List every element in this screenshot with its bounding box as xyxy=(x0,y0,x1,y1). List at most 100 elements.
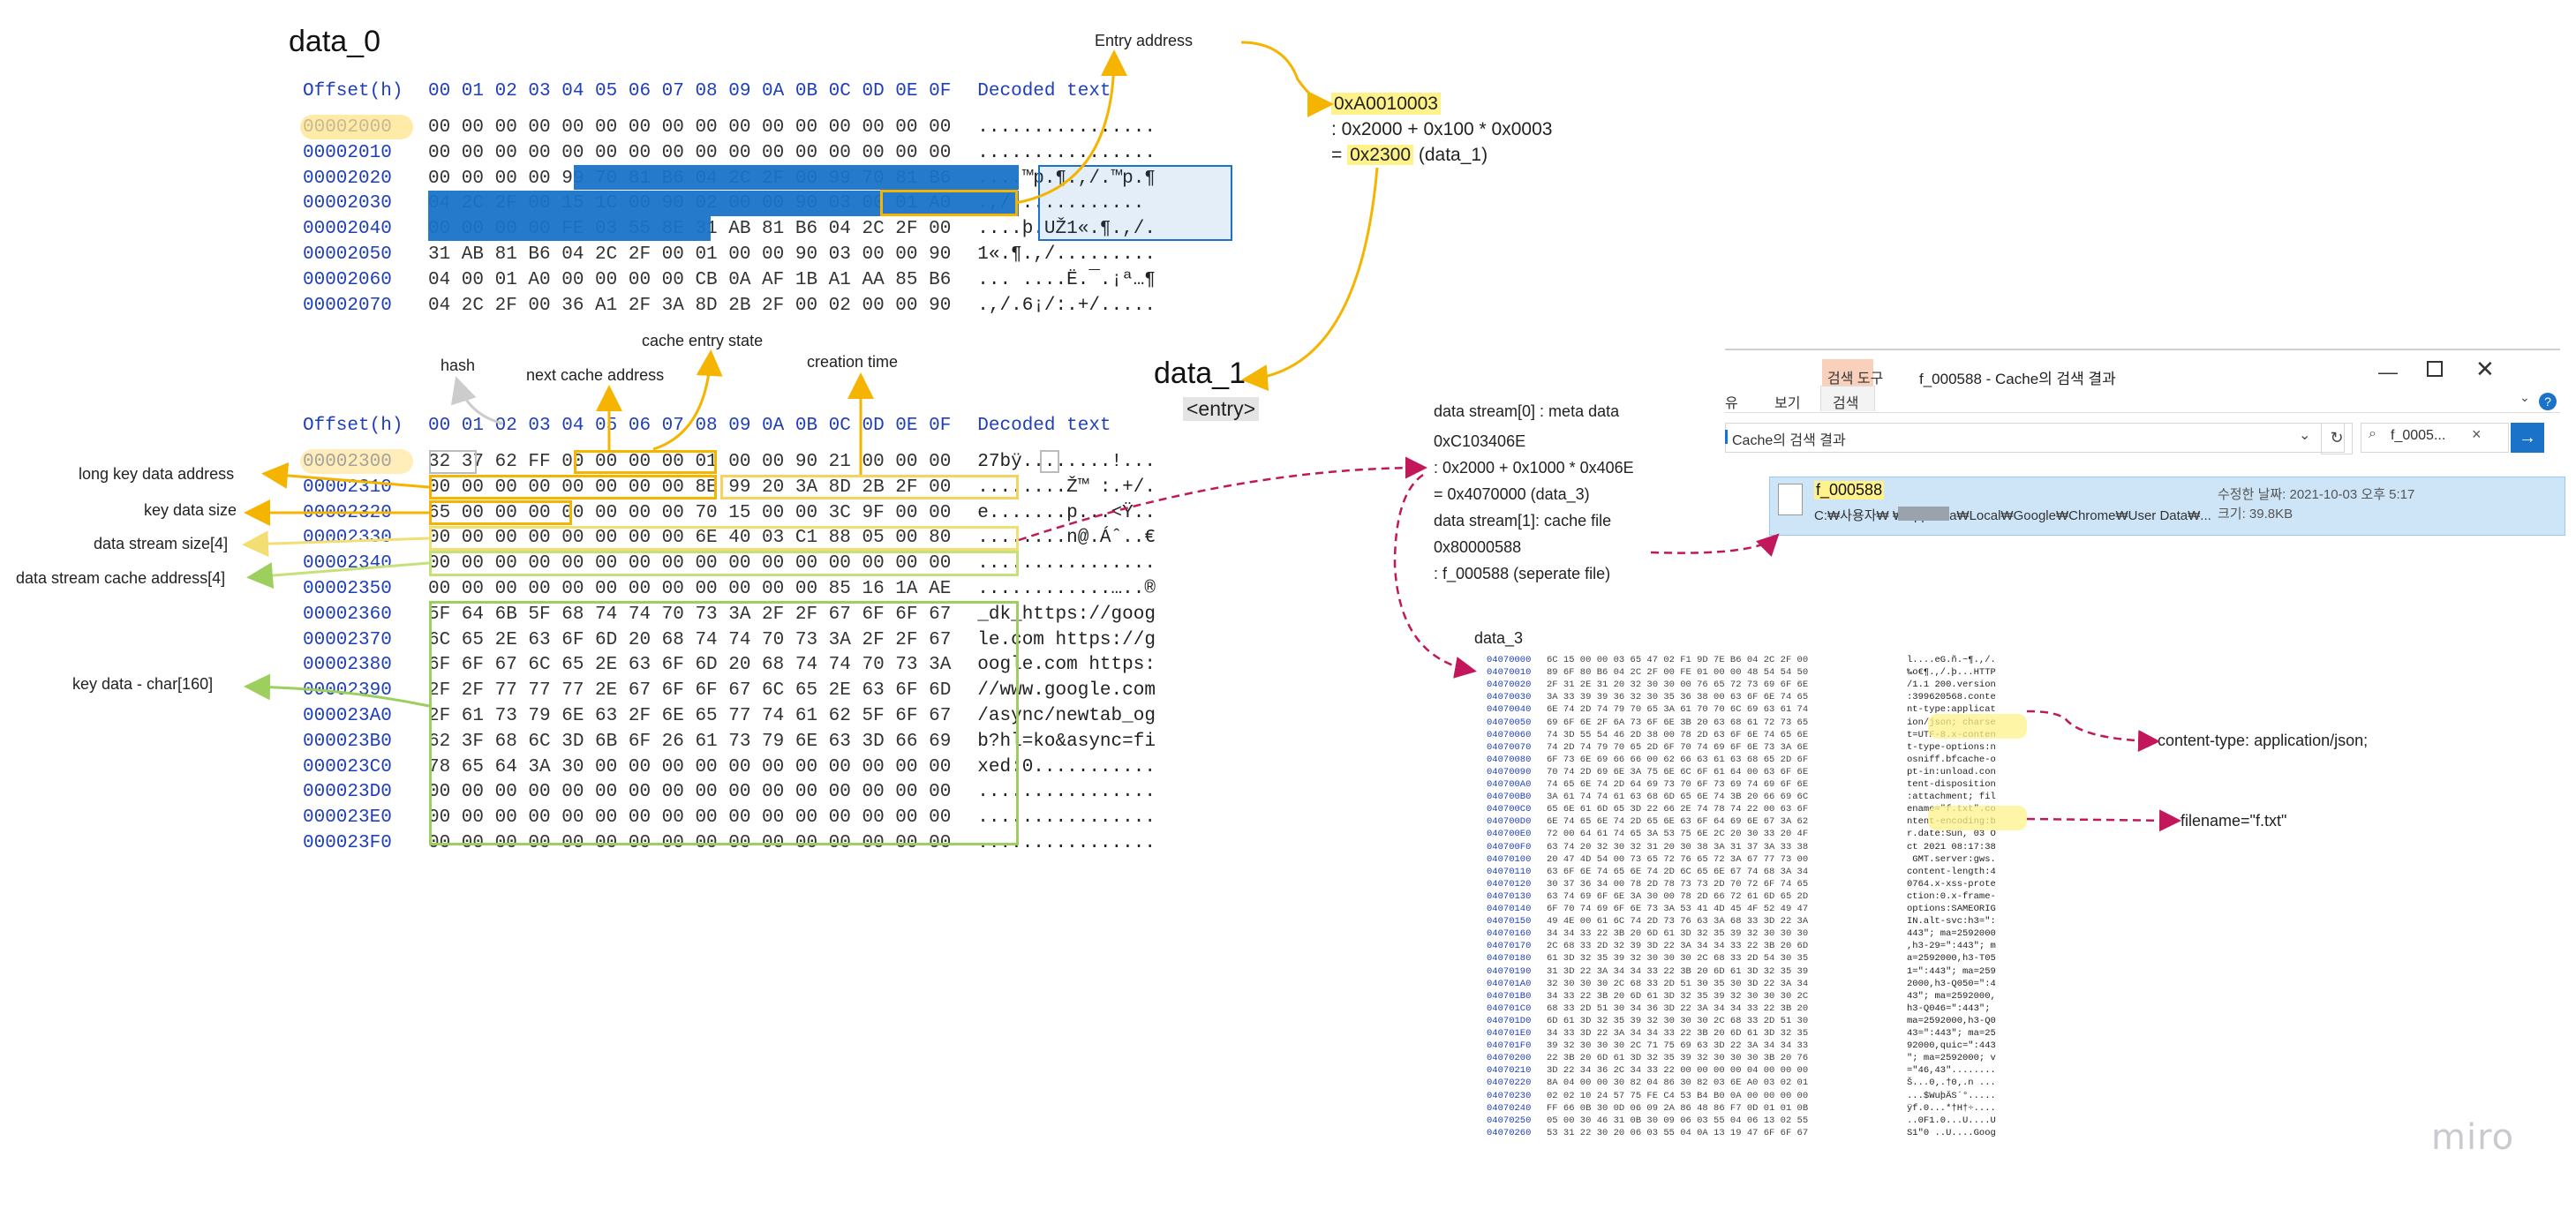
decoded-cell: ................ xyxy=(977,833,1156,853)
decoded-cell: le.com https://g xyxy=(977,629,1156,650)
decoded-cell: ÿf.0...*†H†÷.... xyxy=(1907,1102,1996,1114)
ribbon-tab-share[interactable]: 유 xyxy=(1725,396,1738,411)
offset-cell: 00002320 xyxy=(303,502,392,523)
offset-cell: 000023C0 xyxy=(303,756,392,777)
search-box[interactable] xyxy=(2361,423,2509,453)
decoded-cell: //www.google.com xyxy=(977,680,1156,702)
key-data-size-label: key data size xyxy=(144,501,237,519)
ribbon-tab-view[interactable]: 보기 xyxy=(1774,396,1801,411)
decoded-cell: options:SAMEORIG xyxy=(1907,904,1996,914)
offset-cell: 04070130 xyxy=(1487,890,1532,902)
data3-row: 04070130 63 74 69 6F 6E 3A 30 00 78 2D 66… xyxy=(1487,891,1996,904)
meta-stream-calc2: = 0x4070000 (data_3) xyxy=(1434,485,1590,503)
offset-cell: 00002370 xyxy=(303,629,392,650)
bytes-cell: 22 3B 20 6D 61 3D 32 35 39 32 30 30 30 3… xyxy=(1547,1053,1809,1064)
file-stream-value: 0x80000588 xyxy=(1434,538,1522,556)
search-go-icon[interactable]: → xyxy=(2511,423,2544,453)
miro-watermark: miro xyxy=(2431,1117,2515,1158)
offset-cell: 00002390 xyxy=(303,680,392,702)
help-icon[interactable]: ? xyxy=(2539,393,2557,410)
address-dropdown-icon[interactable]: ⌄ xyxy=(2299,428,2311,443)
decoded-cell: ction:0.x-frame- xyxy=(1907,890,1996,902)
offset-cell: 04070100 xyxy=(1487,853,1532,865)
bytes-cell: 63 6F 6E 74 65 6E 74 2D 6C 65 6E 67 74 6… xyxy=(1547,866,1809,877)
decoded-cell: xed:0........... xyxy=(977,756,1156,777)
maximize-icon[interactable] xyxy=(2427,361,2443,377)
result-item[interactable] xyxy=(1769,477,2565,536)
bytes-cell: 04 2C 2F 00 36 A1 2F 3A 8D 2B 2F 00 02 0… xyxy=(428,295,952,316)
offset-cell: 04070000 xyxy=(1487,655,1532,665)
next-cache-address-label: next cache address xyxy=(526,366,665,384)
offset-cell: 040701F0 xyxy=(1487,1040,1532,1052)
bytes-cell: 20 47 4D 54 00 73 65 72 76 65 72 3A 67 7… xyxy=(1547,853,1809,865)
offset-cell: 04070200 xyxy=(1487,1053,1532,1064)
bytes-cell: 6F 70 74 69 6F 6E 73 3A 53 41 4D 45 4F 5… xyxy=(1547,904,1809,914)
bytes-cell: 00 00 00 00 00 00 00 00 00 00 00 00 00 0… xyxy=(428,807,952,829)
decoded-cell: b?hl=ko&async=fi xyxy=(977,731,1156,752)
address-bar-accent xyxy=(1725,430,1728,444)
bytes-cell: 00 00 00 00 00 00 00 00 6E 40 03 C1 88 0… xyxy=(428,528,952,549)
data0-offset-highlight xyxy=(300,115,413,139)
offset-cell: 00002040 xyxy=(303,219,392,240)
bytes-cell: 74 2D 74 79 70 65 2D 6F 70 74 69 6F 6E 7… xyxy=(1547,741,1809,753)
decoded-cell: 2000,h3-Q050=":4 xyxy=(1907,978,1996,989)
bytes-cell: 30 37 36 34 00 78 2D 78 73 73 2D 70 72 6… xyxy=(1547,878,1809,890)
result-file-path: C:₩사용자₩ ₩AppData₩Local₩Google₩Chrome₩Use… xyxy=(1814,508,2211,523)
offset-cell: 000023E0 xyxy=(303,807,392,829)
decoded-cell: /async/newtab_og xyxy=(977,706,1156,726)
offset-cell: 04070030 xyxy=(1487,692,1532,703)
data1-entry-tag: <entry> xyxy=(1183,397,1259,421)
decoded-cell: S1"0 ..U....Goog xyxy=(1907,1127,1996,1138)
offset-cell: 00002060 xyxy=(303,269,392,290)
offset-cell: 040700A0 xyxy=(1487,779,1532,790)
offset-cell: 04070240 xyxy=(1487,1102,1532,1114)
bytes-cell: 63 74 69 6F 6E 3A 30 00 78 2D 66 72 61 6… xyxy=(1547,890,1809,902)
offset-cell: 04070180 xyxy=(1487,953,1532,965)
offset-cell: 04070220 xyxy=(1487,1078,1532,1089)
offset-cell: 00002010 xyxy=(303,142,392,163)
ribbon-tab-search[interactable] xyxy=(1820,386,1875,411)
bytes-cell: 32 37 62 FF 00 00 00 00 01 00 00 90 21 0… xyxy=(428,452,952,472)
decoded-cell: h3-Q046=":443"; xyxy=(1907,1002,1996,1014)
filename-output: filename="f.txt" xyxy=(2181,812,2287,830)
hash-label: hash xyxy=(441,357,476,374)
decoded-cell: ................ xyxy=(977,117,1156,138)
minimize-icon[interactable]: — xyxy=(2378,361,2398,383)
bytes-cell: 89 6F 80 B6 04 2C 2F 00 FE 01 00 00 48 5… xyxy=(1547,667,1809,679)
clear-search-icon[interactable]: × xyxy=(2472,425,2482,443)
ribbon-collapse-icon[interactable]: ⌄ xyxy=(2520,390,2530,404)
decoded-cell: ‰o€¶.,/.þ...HTTP xyxy=(1907,667,1996,679)
content-type-highlight xyxy=(1928,714,2027,739)
bytes-cell: 2F 31 2E 31 20 32 30 30 00 76 65 72 73 6… xyxy=(1547,680,1809,691)
data1-row: 000023E0 00 00 00 00 00 00 00 00 00 00 00… xyxy=(303,805,1156,831)
offset-cell: 00002340 xyxy=(303,553,392,574)
decoded-cell: 1«.¶.,/......... xyxy=(977,244,1156,265)
decoded-cell: _dk_https://goog xyxy=(977,604,1156,625)
result-modified: 수정한 날짜: 2021-10-03 오후 5:17 xyxy=(2218,487,2415,502)
decoded-cell: ................ xyxy=(977,553,1156,574)
close-icon[interactable]: ✕ xyxy=(2475,356,2495,382)
bytes-cell: 00 00 00 00 00 00 00 00 00 00 00 00 00 0… xyxy=(428,553,952,574)
bytes-cell: 34 33 3D 22 3A 34 34 33 22 3B 20 6D 61 3… xyxy=(1547,1028,1809,1039)
refresh-icon[interactable]: ↻ xyxy=(2321,423,2353,454)
redacted-user-name xyxy=(1898,507,1949,521)
decoded-cell: IN.alt-svc:h3=": xyxy=(1907,916,1996,927)
bytes-cell: 00 00 00 00 00 00 00 00 00 00 00 00 85 1… xyxy=(428,579,952,599)
offset-cell: 00002310 xyxy=(303,477,392,498)
file-stream-calc: : f_000588 (seperate file) xyxy=(1434,565,1611,582)
content-type-output: content-type: application/json; xyxy=(2158,732,2369,749)
bytes-cell: 78 65 64 3A 30 00 00 00 00 00 00 00 00 0… xyxy=(428,756,952,777)
decoded-cell: ............…..® xyxy=(977,579,1156,599)
data0-selection-row2 xyxy=(428,191,1019,216)
bytes-cell: 2F 61 73 79 6E 63 2F 6E 65 77 74 61 62 5… xyxy=(428,706,952,726)
